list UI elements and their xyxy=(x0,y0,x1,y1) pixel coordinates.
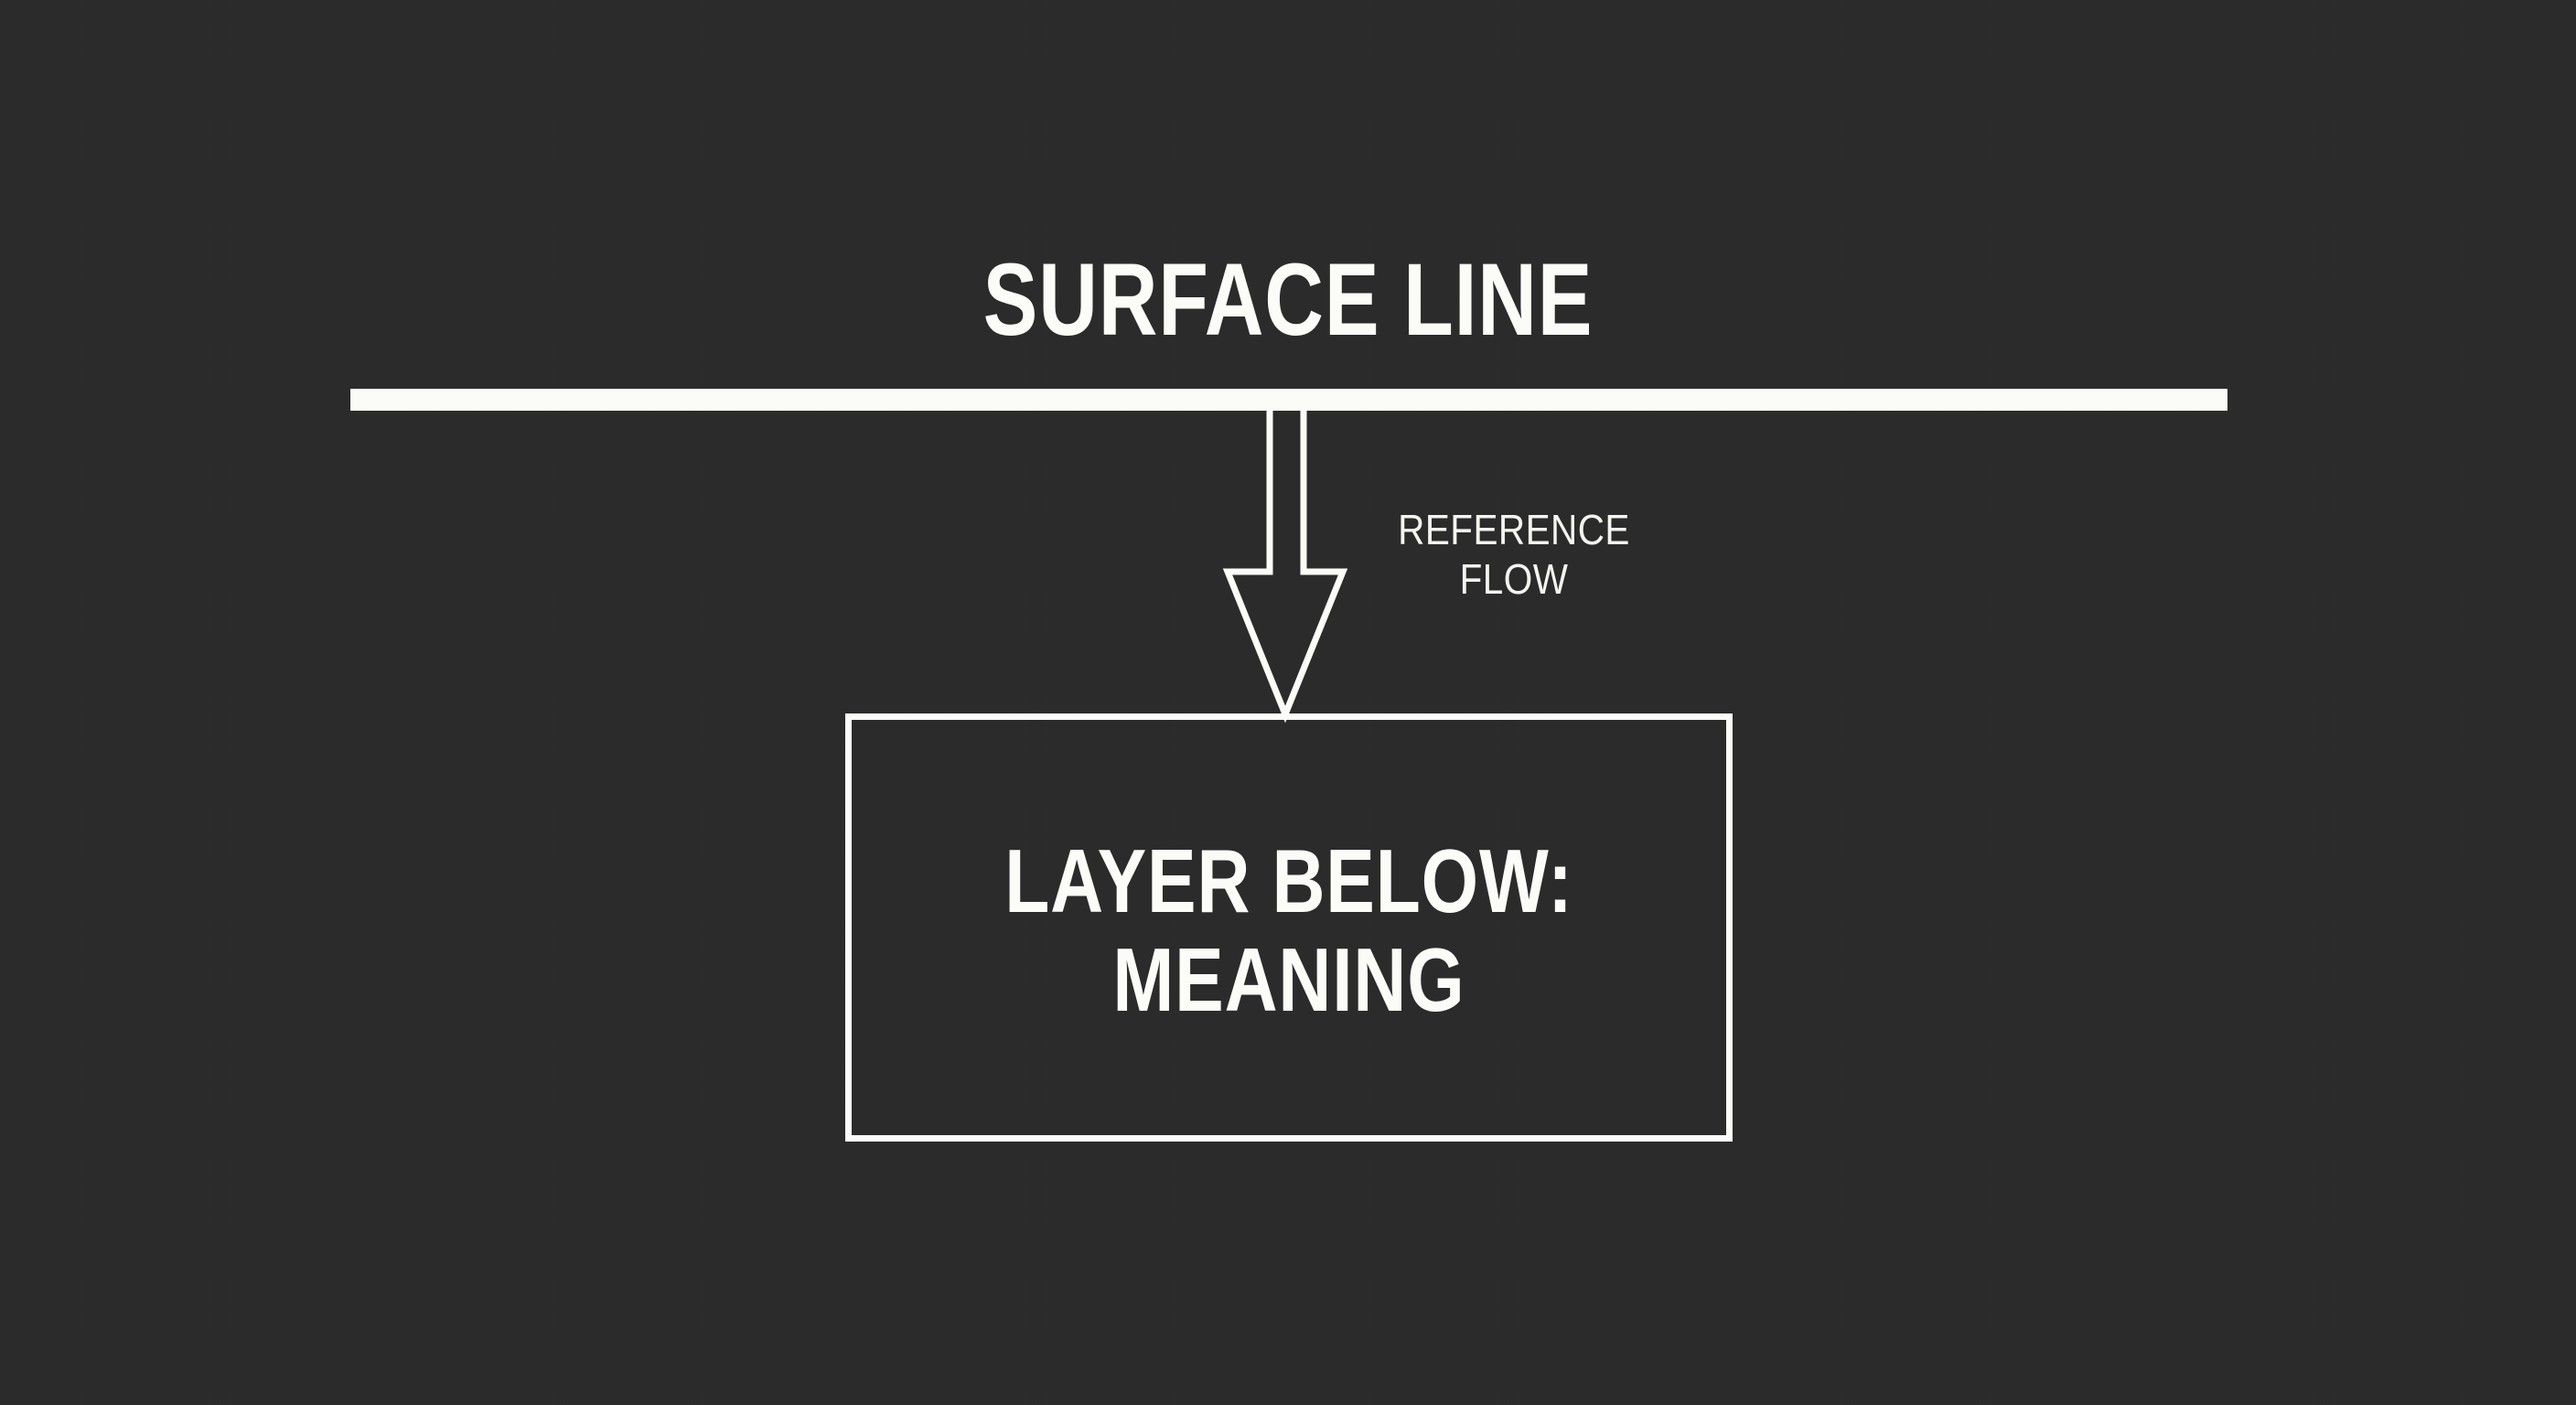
reference-flow-arrow-icon xyxy=(1208,402,1372,723)
reference-flow-label-line2: FLOW xyxy=(1459,555,1569,603)
layer-below-label: LAYER BELOW: MEANING xyxy=(930,831,1648,1029)
layer-below-label-line2: MEANING xyxy=(1112,929,1465,1030)
layer-below-box: LAYER BELOW: MEANING xyxy=(845,713,1733,1142)
layer-below-label-line1: LAYER BELOW: xyxy=(1004,831,1573,931)
reference-flow-label-line1: REFERENCE xyxy=(1398,506,1630,553)
reference-flow-label: REFERENCE FLOW xyxy=(1381,505,1647,604)
surface-line-title: SURFACE LINE xyxy=(982,242,1594,357)
surface-line-rule xyxy=(350,389,2227,411)
